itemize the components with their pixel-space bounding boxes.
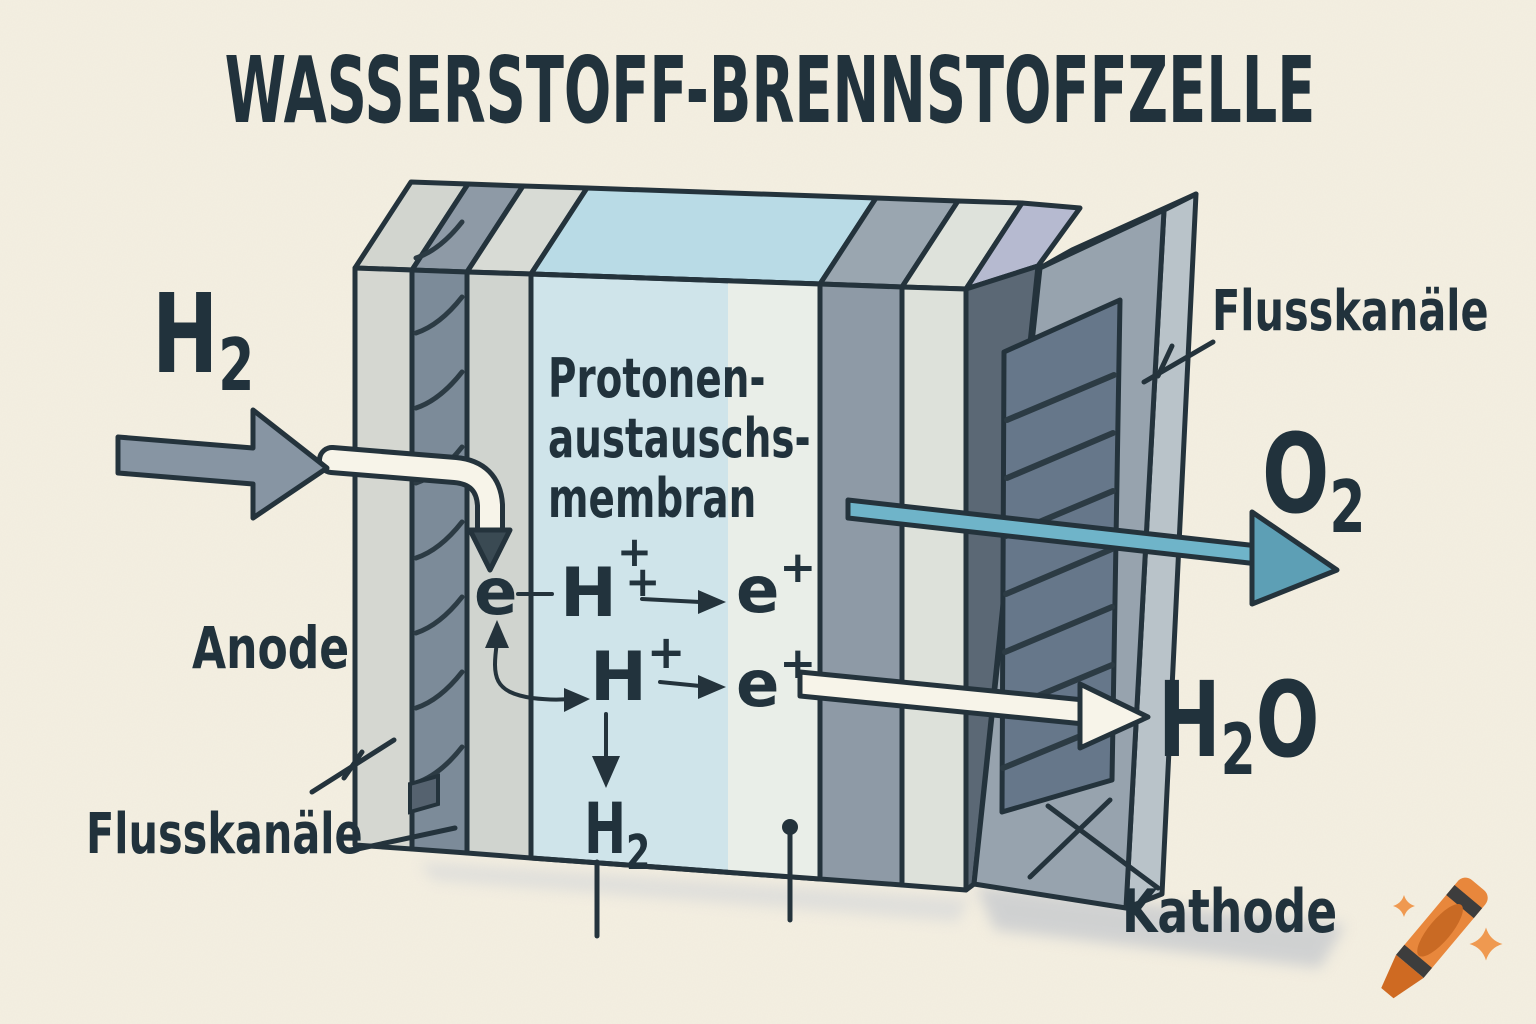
anode-channel-hatching [413,219,465,786]
crayon-band-upper [1446,885,1483,919]
membrane-label-line3: membran [548,468,756,531]
hatch-line [413,369,465,411]
kathode-leader [1045,803,1161,891]
h2-bottom-text: H2 [584,789,650,881]
crayon-label-ellipse [1417,904,1463,957]
h2o-out-text: H2O [1158,661,1319,791]
reaction-arrow-row1 [640,597,702,604]
crayon-watermark [1381,877,1503,999]
cell-shadow [420,862,1345,968]
product-symbol-row1: e+ [736,542,816,628]
product-symbol-row2: e+ [736,638,816,722]
o2-arrowhead [1249,509,1340,607]
anode-label: Anode [192,615,349,683]
o2-outlet-arrow [845,497,1340,607]
page-title: WASSERSTOFF-BRENNSTOFFZELLE [225,37,1316,144]
crayon-icon [1381,877,1488,999]
electron-curve-arrow [493,640,572,702]
stack-front-faces [352,219,1041,893]
membrane-label: Protonen- austauschs- membran [548,348,811,531]
kathode-label-group: Kathode [1122,877,1337,947]
shadow-left [420,862,970,922]
crayon-band-lower [1396,944,1433,978]
intake-arrow-body [322,450,500,542]
reaction-annotations: e H++ e+ H+ e+ H2 [474,527,816,880]
h2o-arrowhead [1077,681,1151,751]
anode-channel-strip [409,267,470,856]
cathode-window-recess [999,297,1123,815]
membrane-front-pale [728,281,820,879]
cathode-layer-front [899,284,969,893]
h2-inlet-arrow [115,407,330,521]
hatch-line [413,594,465,636]
flusskanaele-left-leader2 [350,825,458,853]
cathode-gdl-front [817,281,905,888]
hatch-line [413,519,465,561]
membrane-label-line2: austauschs- [548,408,811,471]
flusskanaele-left-group: Flusskanäle [86,801,363,867]
flusskanaele-right-group: Flusskanäle [1212,278,1489,344]
o2-out-text: O2 [1262,410,1365,549]
sparkle-icon [1393,895,1415,917]
crayon-tip [1381,954,1424,999]
h2o-out-label: H2O [1158,661,1319,791]
h2-bottom-label: H2 [584,789,650,881]
kathode-leader-tick [1027,797,1113,880]
hatch-line [1004,430,1116,481]
reaction-arrowhead-row1 [698,590,726,614]
hatch-line [1004,372,1117,423]
proton-symbol-row1: H++ [560,527,660,633]
hatch-line [1003,546,1115,597]
anode-channel-notch [408,773,440,815]
flusskanaele-right-leader [1141,339,1216,385]
o2-out-label: O2 [1262,410,1365,549]
electron-curve-head-up [485,620,509,648]
sparkle-icon [1469,927,1503,961]
flusskanaele-left-tick [341,749,365,781]
intake-arrowhead [467,527,513,573]
kathode-label: Kathode [1122,877,1337,947]
hydrogen-intake-arrow [317,445,513,573]
h2-in-label: H2 [152,270,254,407]
h2-down-arrowhead [592,756,620,788]
membrane-pin-dot [782,819,798,835]
h2-arrow-shape [115,407,330,521]
flusskanaele-left-label: Flusskanäle [86,801,363,867]
electron-curve-head-right [564,688,590,712]
h2o-outlet-arrow [797,669,1151,751]
h2-in-text: H2 [152,270,254,407]
membrane-top [528,185,879,287]
anode-label-group: Anode [192,615,349,683]
hatch-line [413,219,465,261]
reaction-arrowhead-row2 [698,675,726,699]
proton-symbol-row2: H+ [590,625,685,717]
hatch-line [413,294,465,336]
flusskanaele-right-tick [1155,343,1175,379]
membrane-label-line1: Protonen- [548,348,766,411]
flusskanaele-right-label: Flusskanäle [1212,278,1489,344]
title-group: WASSERSTOFF-BRENNSTOFFZELLE [225,37,1316,144]
electron-symbol: e [474,556,517,630]
hatch-line [1002,604,1115,655]
hatch-line [413,669,465,711]
leader-lines [309,339,1216,939]
reaction-arrow-row2 [658,680,702,688]
shadow-right [975,885,1345,968]
